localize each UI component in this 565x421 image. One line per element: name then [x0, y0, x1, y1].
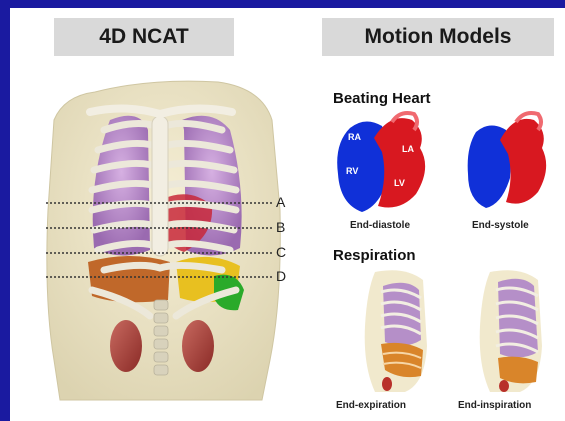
slice-label-a: A: [276, 194, 285, 210]
heart-end-systole: [462, 108, 552, 218]
heart-label-la: LA: [402, 144, 414, 154]
respiration-heading: Respiration: [333, 247, 416, 264]
respiration-end-inspiration: [460, 266, 560, 396]
caption-end-inspiration: End-inspiration: [458, 400, 531, 411]
slice-label-b: B: [276, 219, 285, 235]
right-title: Motion Models: [322, 18, 554, 56]
caption-end-expiration: End-expiration: [336, 400, 406, 411]
right-kidney: [182, 320, 214, 372]
left-kidney: [110, 320, 142, 372]
slice-label-d: D: [276, 268, 286, 284]
heart-label-ra: RA: [348, 132, 361, 142]
slice-label-c: C: [276, 244, 286, 260]
caption-end-diastole: End-diastole: [350, 220, 410, 231]
heart-label-lv: LV: [394, 178, 405, 188]
sternum: [152, 116, 168, 256]
heart-end-diastole: RA LA RV LV: [330, 108, 430, 218]
caption-end-systole: End-systole: [472, 220, 529, 231]
respiration-end-expiration: [345, 266, 445, 396]
heart-label-rv: RV: [346, 166, 358, 176]
beating-heart-heading: Beating Heart: [333, 90, 431, 107]
